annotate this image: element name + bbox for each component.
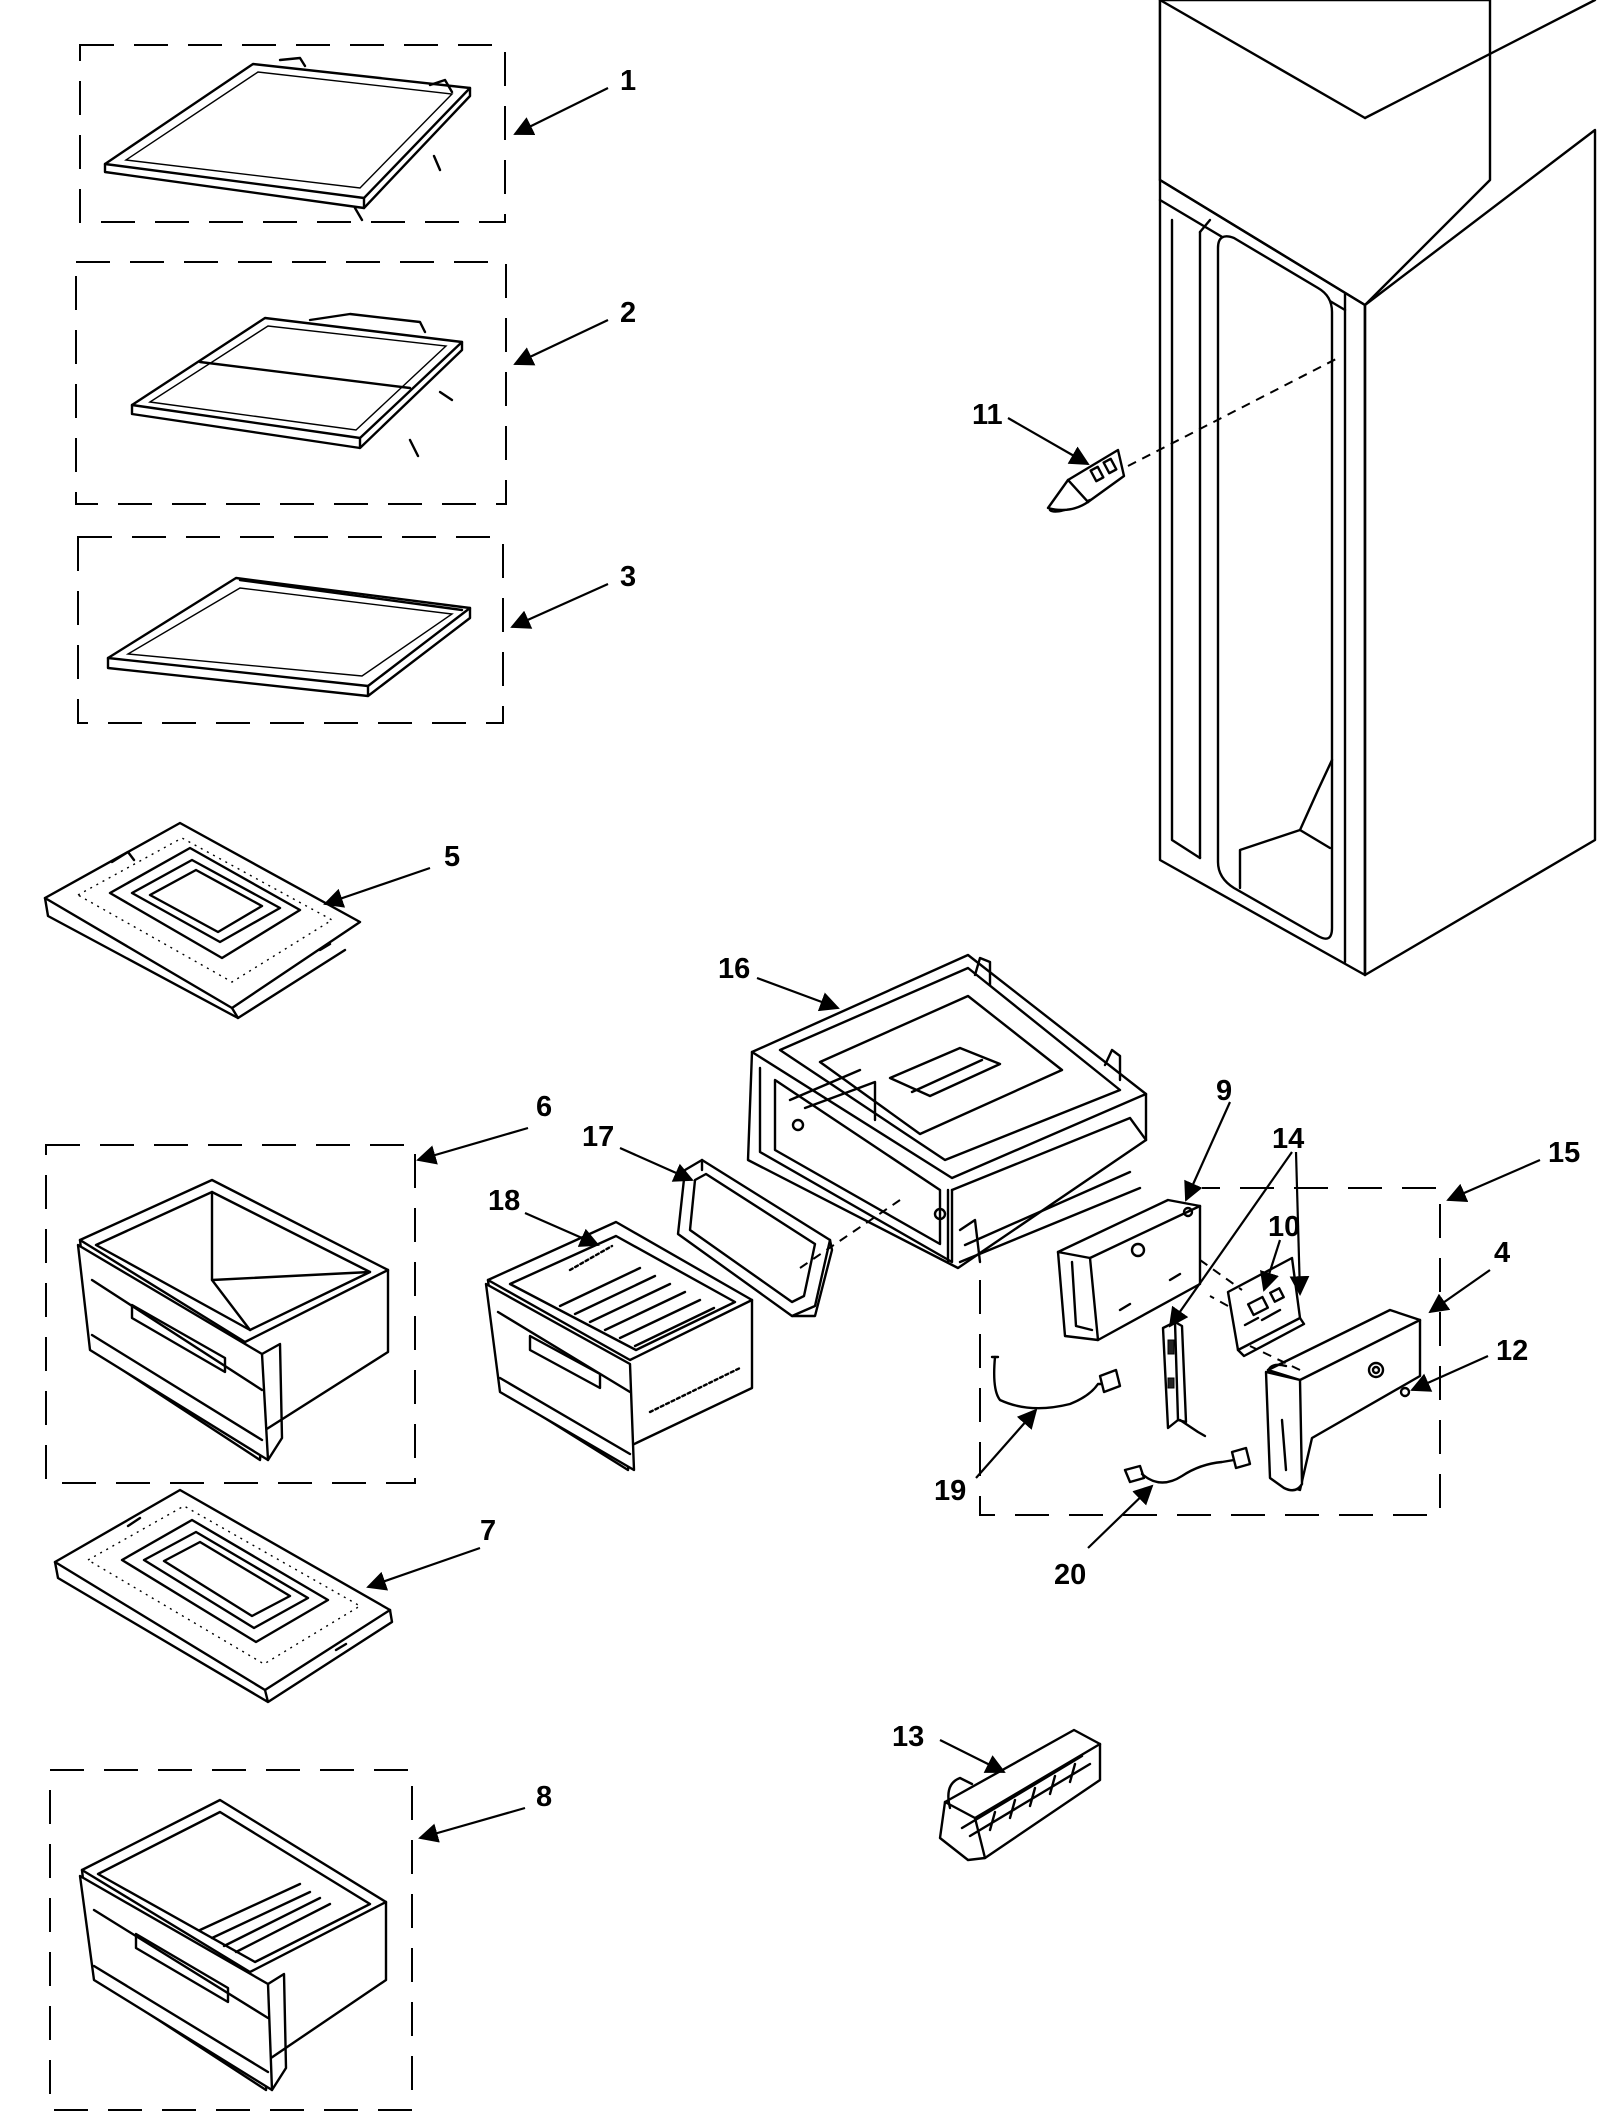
callout-14: 14	[1272, 1123, 1304, 1155]
part-18-drawer	[484, 1220, 754, 1472]
part-19-wire	[990, 1355, 1122, 1410]
part-9-tray	[1056, 1198, 1202, 1342]
part-8-drawer	[49, 1769, 413, 2111]
callout-12: 12	[1496, 1335, 1528, 1367]
callout-18: 18	[488, 1185, 520, 1217]
part-1-shelf	[79, 44, 506, 223]
part-17-frame	[676, 1158, 901, 1318]
callout-7: 7	[480, 1515, 496, 1547]
refrigerator-cabinet	[1158, 0, 1597, 977]
callout-labels: 1 2 3 4 5 6 7 8 9 10 11 12 13 14 15 16 1…	[444, 65, 1580, 1813]
callout-5: 5	[444, 841, 460, 873]
callout-11: 11	[972, 399, 1003, 431]
part-20-wire	[1123, 1446, 1252, 1484]
callout-2: 2	[620, 297, 636, 329]
part-4-cover	[1249, 1308, 1422, 1492]
callout-3: 3	[620, 561, 636, 593]
callout-6: 6	[536, 1091, 552, 1123]
callout-15: 15	[1548, 1137, 1580, 1169]
part-3-shelf	[77, 536, 504, 724]
callout-19: 19	[934, 1475, 966, 1507]
callout-1: 1	[620, 65, 636, 97]
part-7-cover	[53, 1488, 394, 1704]
callout-20: 20	[1054, 1559, 1086, 1591]
callout-9: 9	[1216, 1075, 1232, 1107]
callout-10: 10	[1268, 1211, 1300, 1243]
part-16-housing	[746, 953, 1148, 1270]
part-11-bracket	[1046, 357, 1339, 513]
part-14-pcb-boards	[1161, 1256, 1306, 1438]
part-6-drawer	[45, 1144, 416, 1484]
part-15-module-group	[979, 1187, 1441, 1516]
callout-16: 16	[718, 953, 750, 985]
leader-arrows	[323, 87, 1541, 1843]
part-2-shelf	[75, 261, 507, 505]
callout-8: 8	[536, 1781, 552, 1813]
part-5-cover	[43, 821, 362, 1020]
callout-4: 4	[1494, 1237, 1510, 1269]
callout-17: 17	[582, 1121, 614, 1153]
callout-13: 13	[892, 1721, 924, 1753]
part-13-door-bin	[938, 1728, 1102, 1862]
